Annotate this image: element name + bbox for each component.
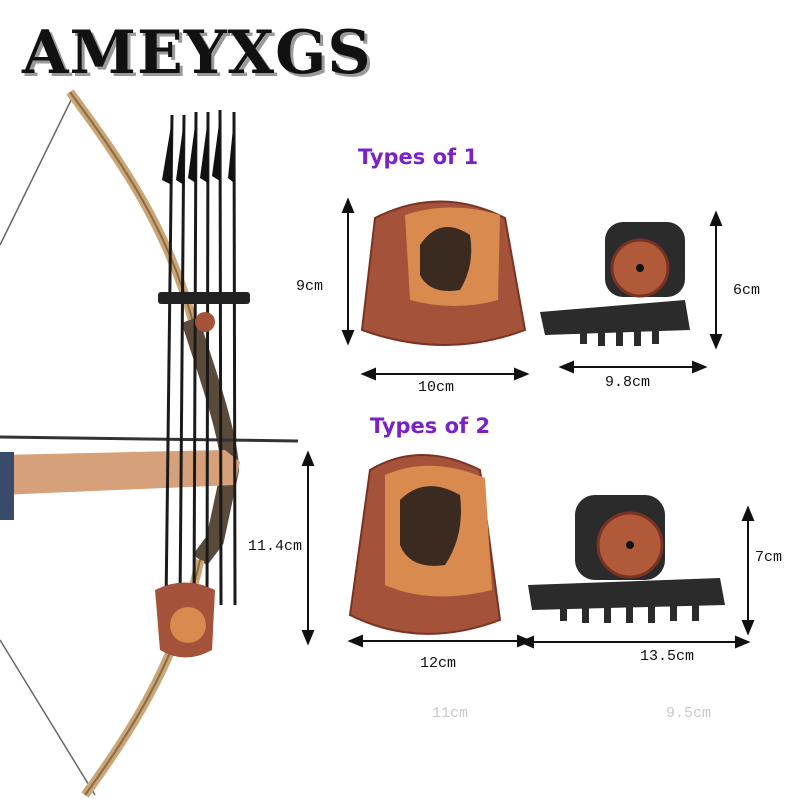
type1-holder-height: 6cm	[733, 282, 761, 299]
type2-leather-cap	[348, 454, 502, 635]
faint-holder-size: 9.5cm	[666, 705, 712, 722]
dimension-lines	[301, 197, 755, 649]
quiver-clamp	[158, 292, 250, 304]
type2-holder	[528, 495, 725, 623]
type2-title: Types of 2	[370, 414, 491, 438]
nocked-arrow	[0, 435, 299, 443]
archer-arm	[0, 450, 240, 495]
quiver-arrows	[164, 109, 237, 606]
type1-cap-width: 10cm	[418, 379, 455, 396]
type2-cap-width: 12cm	[420, 655, 457, 672]
type1-leather-cap	[360, 200, 527, 346]
type1-holder-width: 9.8cm	[605, 374, 651, 391]
faint-cap-size: 11cm	[432, 705, 469, 722]
brand-logo: AMEYXGS	[22, 18, 372, 88]
type2-cap-height: 11.4cm	[248, 538, 303, 555]
type1-title: Types of 1	[358, 145, 479, 169]
bow-string-bottom	[0, 639, 96, 796]
arrow-fletching	[162, 116, 234, 185]
type2-holder-height: 7cm	[755, 549, 783, 566]
bow-string-top	[0, 91, 76, 246]
type1-holder	[540, 222, 690, 346]
type2-holder-width: 13.5cm	[640, 648, 695, 665]
type1-cap-height: 9cm	[296, 278, 324, 295]
